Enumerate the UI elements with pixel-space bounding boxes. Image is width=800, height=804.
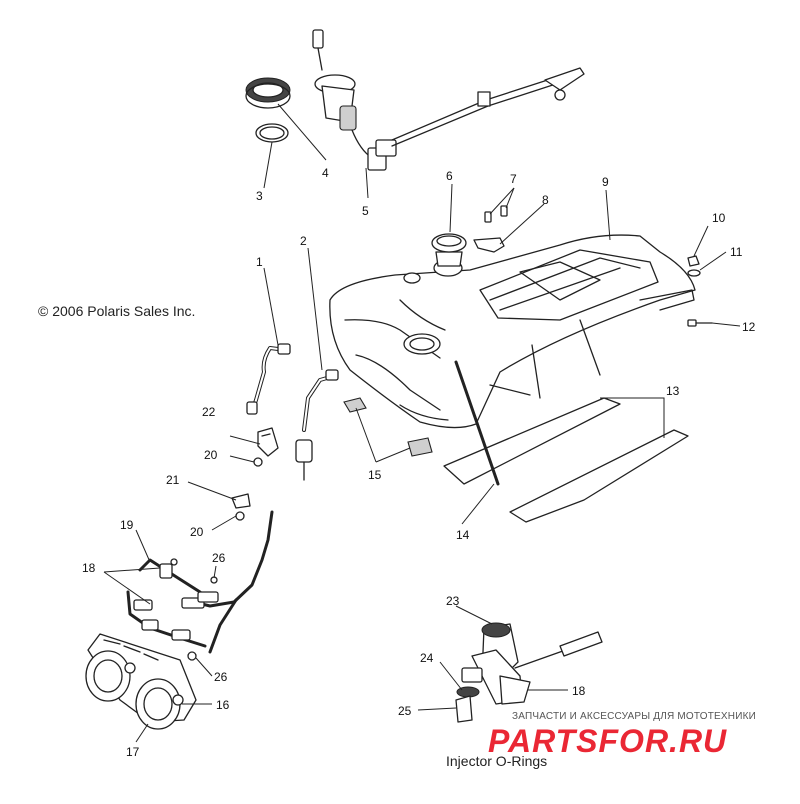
nut-10 — [687, 255, 700, 267]
fuel-tank-9 — [329, 234, 696, 429]
fuel-pump-assembly-5 — [312, 29, 585, 171]
callout-17: 17 — [126, 745, 140, 759]
leader-lines — [103, 103, 741, 743]
injector-o-rings-caption: Injector O-Rings — [446, 753, 547, 769]
callout-18-left: 18 — [82, 561, 96, 575]
vent-tube-14 — [454, 360, 500, 486]
clamp-22 — [257, 427, 279, 457]
bolt-12 — [687, 319, 713, 327]
callout-25: 25 — [398, 704, 412, 718]
bracket-8 — [473, 237, 505, 253]
pads-15 — [343, 397, 433, 457]
callout-2: 2 — [300, 234, 307, 248]
callout-7: 7 — [510, 172, 517, 186]
callout-15: 15 — [368, 468, 382, 482]
heat-shields-13 — [443, 397, 689, 523]
watermark: ЗАПЧАСТИ И АКСЕССУАРЫ ДЛЯ МОТОТЕХНИКИ PA… — [488, 711, 756, 759]
fuel-pump-lock-ring-4 — [245, 77, 291, 109]
callout-16: 16 — [216, 698, 230, 712]
callout-1: 1 — [256, 255, 263, 269]
callout-6: 6 — [446, 169, 453, 183]
fuel-line-1 — [246, 343, 291, 415]
callout-9: 9 — [602, 175, 609, 189]
callout-8: 8 — [542, 193, 549, 207]
washer-11 — [687, 269, 701, 277]
callout-labels: 1 2 3 4 5 6 7 8 9 10 11 12 13 14 15 16 1… — [82, 166, 756, 759]
copyright-notice: © 2006 Polaris Sales Inc. — [38, 303, 195, 319]
fuel-rail-19 — [126, 510, 274, 661]
injector-detail — [455, 622, 603, 723]
callout-23: 23 — [446, 594, 460, 608]
callout-3: 3 — [256, 189, 263, 203]
callout-26-lower: 26 — [214, 670, 228, 684]
watermark-tagline: ЗАПЧАСТИ И АКСЕССУАРЫ ДЛЯ МОТОТЕХНИКИ — [512, 711, 756, 722]
fuel-pump-seal-3 — [255, 123, 289, 143]
callout-13: 13 — [666, 384, 680, 398]
callout-20-upper: 20 — [204, 448, 218, 462]
callout-5: 5 — [362, 204, 369, 218]
callout-26-upper: 26 — [212, 551, 226, 565]
watermark-logo: PARTSFOR.RU — [488, 723, 727, 759]
fuel-cap-6 — [431, 233, 467, 277]
callout-24: 24 — [420, 651, 434, 665]
callout-19: 19 — [120, 518, 134, 532]
callout-12: 12 — [742, 320, 756, 334]
clamp-21 — [231, 493, 251, 509]
callout-10: 10 — [712, 211, 726, 225]
bolt-20a — [253, 457, 263, 467]
callout-20-lower: 20 — [190, 525, 204, 539]
callout-11: 11 — [730, 245, 743, 259]
callout-14: 14 — [456, 528, 470, 542]
fuel-line-2-with-filter — [295, 369, 339, 481]
callout-21: 21 — [166, 473, 180, 487]
callout-22: 22 — [202, 405, 216, 419]
bolt-20b — [235, 511, 245, 521]
throttle-body-17 — [85, 633, 197, 730]
screws-7 — [484, 205, 508, 223]
callout-18-right: 18 — [572, 684, 586, 698]
callout-4: 4 — [322, 166, 329, 180]
